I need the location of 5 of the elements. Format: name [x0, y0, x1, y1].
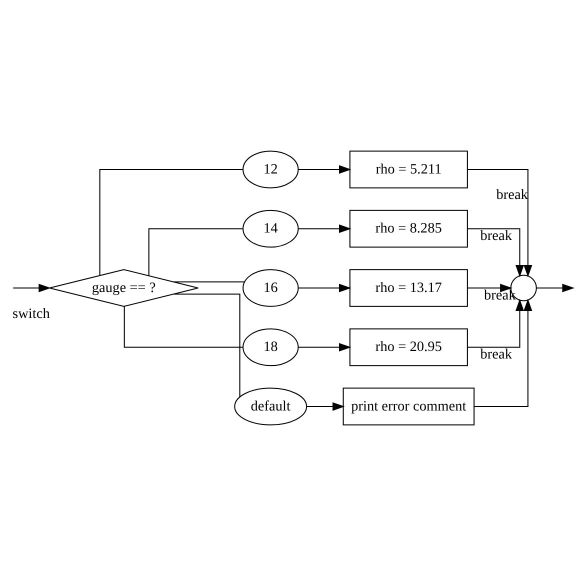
edge-label: break — [480, 346, 512, 363]
edge-label: break — [484, 287, 516, 304]
node-label: switch — [12, 306, 50, 322]
edge-label: break — [496, 186, 528, 203]
edge-label: break — [480, 228, 512, 244]
